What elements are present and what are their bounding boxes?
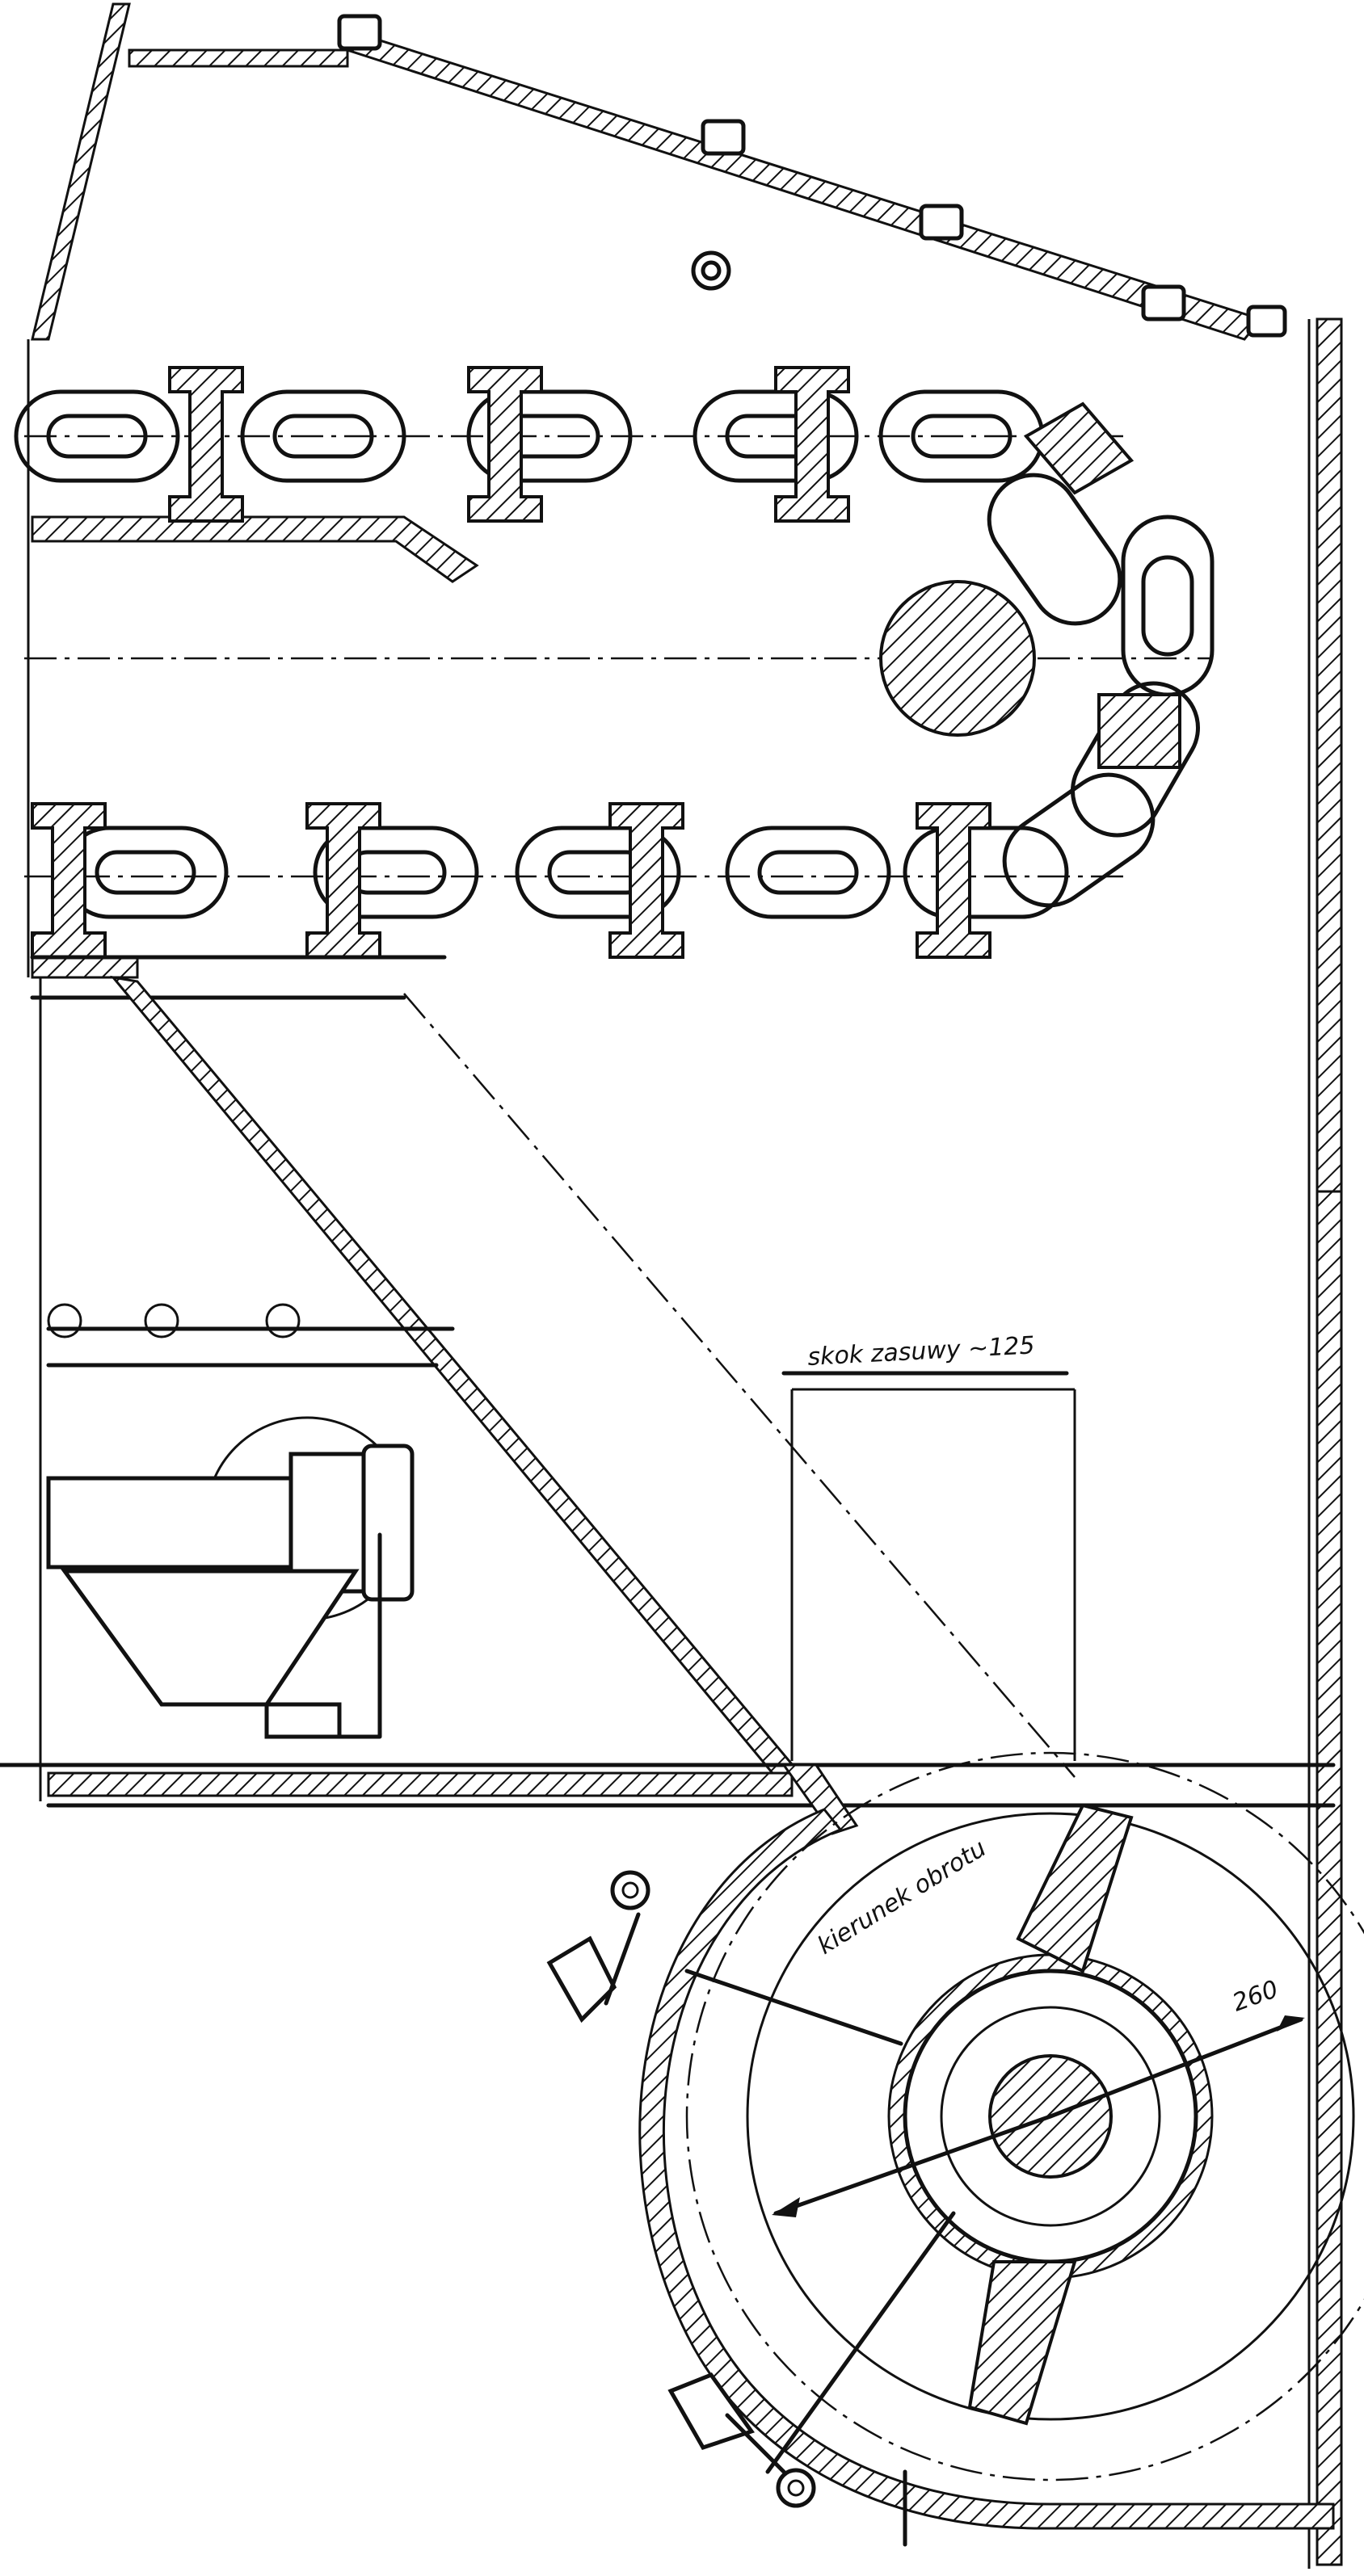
upper-scraper-flights — [168, 366, 850, 523]
cover-bolts — [337, 14, 1287, 338]
chain-conveyor — [14, 366, 1215, 959]
rotor-drum: kierunek obrotu 260 — [638, 1751, 1364, 2530]
wing-nut-clamps — [546, 1870, 907, 2547]
upper-chain-links — [14, 389, 1045, 483]
stroke-label: skok zasuwy ~125 — [807, 1331, 1036, 1372]
housing-frame — [27, 2, 1343, 2569]
sprocket-shaft — [879, 580, 1036, 737]
lower-chain-links — [62, 826, 1069, 919]
dimension-label: 260 — [1229, 1975, 1282, 2017]
sprocket-loop-links — [987, 401, 1215, 908]
bearing-assembly — [46, 1303, 455, 1739]
bottom-beam — [0, 1763, 1336, 1835]
